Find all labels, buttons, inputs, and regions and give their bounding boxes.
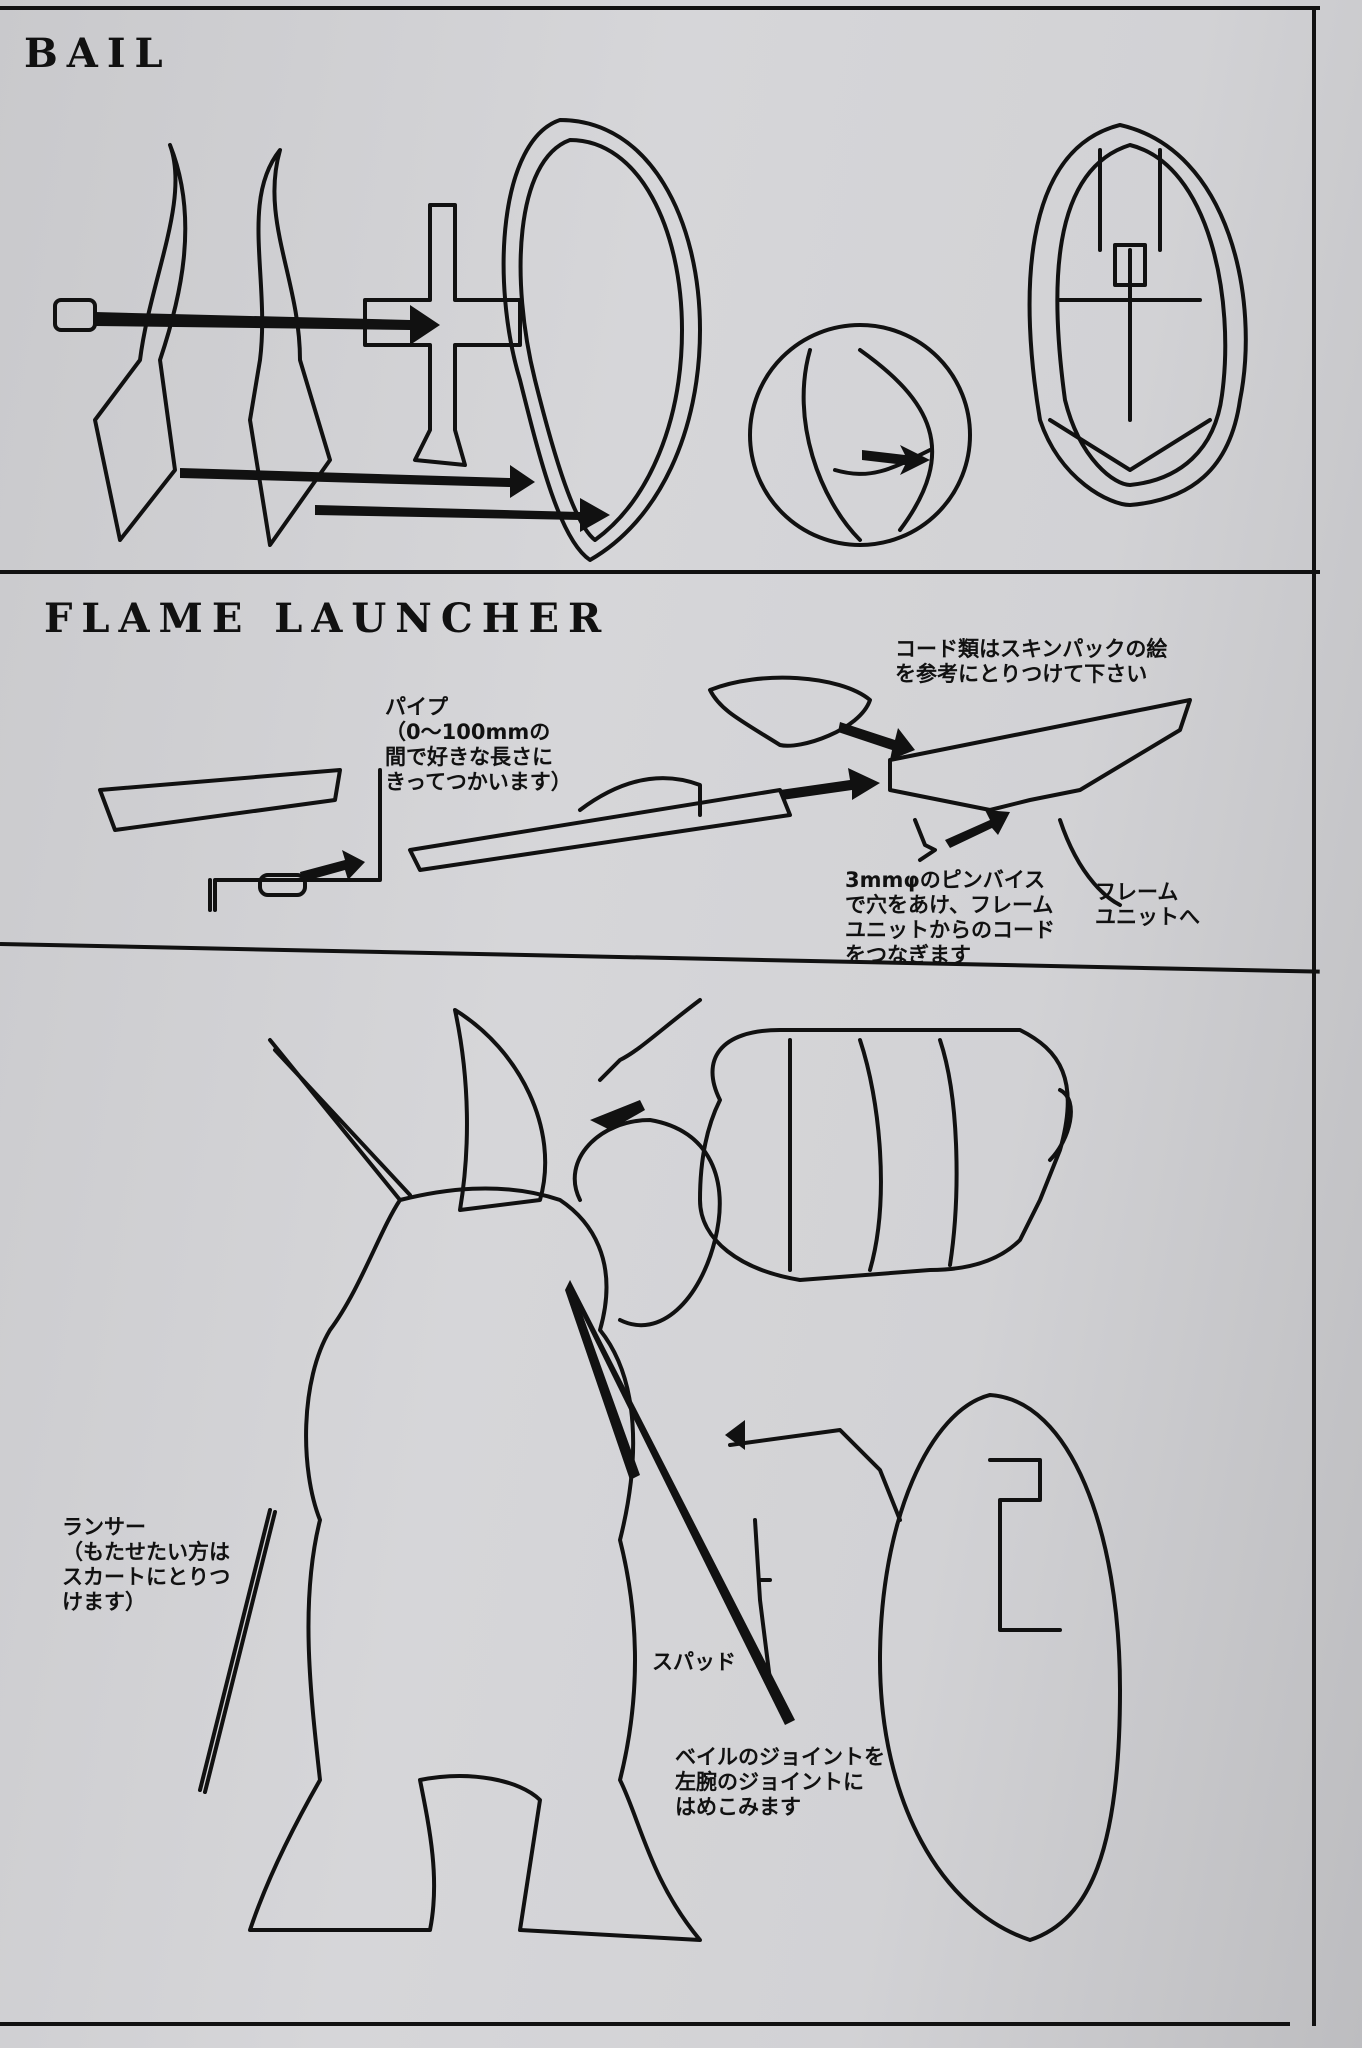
divider-bail-flame <box>0 570 1320 574</box>
note-lancer: ランサー （もたせたい方は スカートにとりつ けます） <box>62 1515 231 1614</box>
bail-arrows <box>95 305 930 532</box>
note-pin-vise: 3mmφのピンバイス で穴をあけ、フレーム ユニットからのコード をつなぎます <box>845 868 1055 967</box>
note-to-frame-unit: フレーム ユニットへ <box>1095 880 1200 929</box>
bail-parts-diagram <box>53 118 1248 562</box>
flame-launcher-arrows <box>300 722 1010 882</box>
mech-assembly-diagram <box>198 998 1122 1942</box>
assembly-arrows <box>565 1100 795 1725</box>
top-border <box>0 6 1320 10</box>
section-title-flame-launcher: FLAME LAUNCHER <box>44 595 611 642</box>
bottom-border <box>0 2022 1290 2026</box>
note-bail-joint: ベイルのジョイントを 左腕のジョイントに はめこみます <box>675 1745 885 1819</box>
note-pipe: パイプ （0～100mmの 間で好きな長さに きってつかいます） <box>385 695 572 794</box>
section-title-bail: BAIL <box>24 30 172 77</box>
note-cords: コード類はスキンパックの絵 を参考にとりつけて下さい <box>895 637 1168 686</box>
right-border <box>1312 6 1316 2026</box>
note-spud: スパッド <box>652 1650 736 1674</box>
